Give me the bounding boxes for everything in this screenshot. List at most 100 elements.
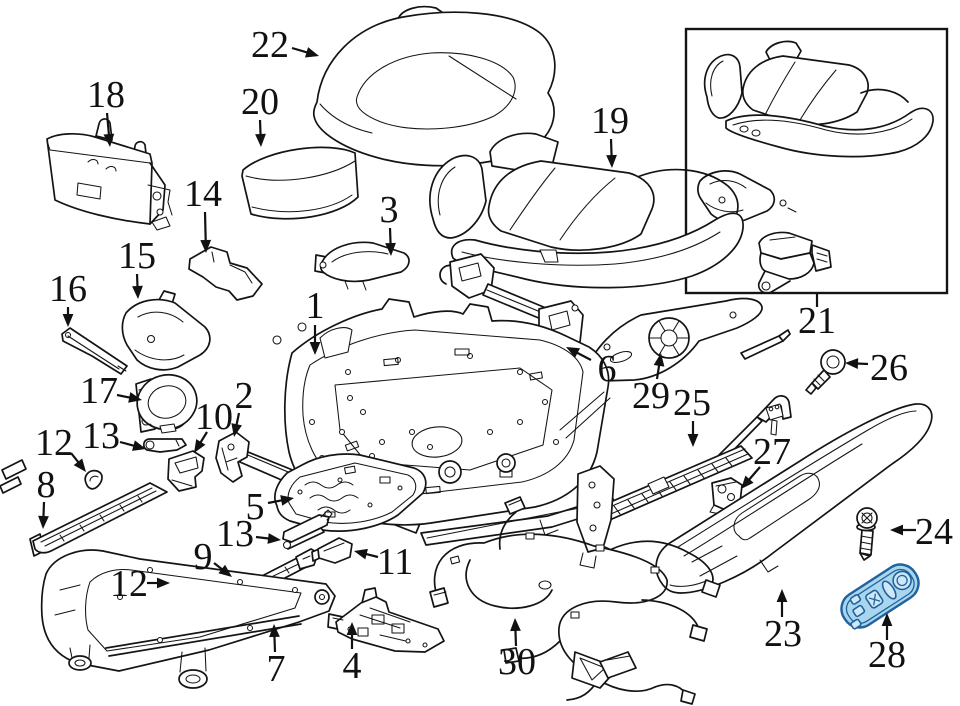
callout-1-seat-frame[interactable]: 1	[306, 285, 325, 355]
callout-10-guide-bracket[interactable]: 10	[194, 396, 233, 453]
callout-number[interactable]: 10	[195, 396, 233, 438]
switch-slider[interactable]	[880, 579, 898, 601]
leader-arrowhead-icon	[132, 440, 146, 451]
leader-arrowhead-icon	[128, 392, 142, 403]
callout-12-clip-2[interactable]: 12	[110, 563, 170, 605]
callout-17-pivot-cap[interactable]: 17	[80, 370, 142, 412]
part-13-link-rod-2	[282, 509, 333, 550]
callout-number[interactable]: 23	[764, 613, 802, 655]
callout-number[interactable]: 25	[673, 382, 711, 424]
callout-number[interactable]: 15	[118, 235, 156, 277]
callout-number[interactable]: 26	[870, 347, 908, 389]
callout-2-bracket[interactable]: 2	[231, 375, 254, 437]
leader-arrowhead-icon	[62, 314, 74, 327]
leader-arrowhead-icon	[38, 515, 49, 529]
callout-number[interactable]: 19	[591, 100, 629, 142]
callout-number[interactable]: 13	[82, 415, 120, 457]
callout-22-cushion-cover[interactable]: 22	[251, 24, 319, 66]
leader-arrowhead-icon	[157, 577, 170, 589]
leader-arrowhead-icon	[510, 618, 521, 632]
callout-number[interactable]: 28	[868, 634, 906, 676]
leader-arrowhead-icon	[776, 589, 788, 602]
part-18-adjuster-unit	[46, 118, 173, 231]
leader-arrowhead-icon	[845, 358, 859, 369]
callout-20-cushion-insert[interactable]: 20	[241, 81, 279, 147]
leader-arrowhead-icon	[385, 242, 396, 256]
callout-16-tension-strip[interactable]: 16	[49, 268, 87, 327]
callout-number[interactable]: 8	[37, 464, 56, 506]
callout-9-outer-rail[interactable]: 9	[194, 536, 233, 578]
callout-number[interactable]: 12	[110, 563, 148, 605]
callout-13-link-rod[interactable]: 13	[82, 415, 146, 457]
callout-24-screw[interactable]: 24	[890, 511, 953, 553]
callout-5-seat-pan[interactable]: 5	[246, 486, 295, 528]
part-12-clip	[84, 469, 103, 490]
callout-28-seat-switch[interactable]: 28	[868, 613, 906, 676]
part-29-side-bracket	[583, 297, 791, 382]
callout-8-inner-rail[interactable]: 8	[37, 464, 56, 529]
callout-6-cross-tube[interactable]: 6	[566, 347, 617, 390]
callout-19-cushion-pad[interactable]: 19	[591, 100, 629, 168]
callout-11-clamp-bracket[interactable]: 11	[354, 541, 413, 583]
part-8-inner-rail	[29, 482, 168, 557]
callout-number[interactable]: 12	[35, 422, 73, 464]
part-3-cover-cap	[314, 241, 410, 291]
callout-number[interactable]: 9	[194, 536, 213, 578]
callout-12-clip[interactable]: 12	[35, 422, 86, 472]
callout-13-link-rod-2[interactable]: 13	[216, 513, 281, 555]
part-26-bolt	[805, 349, 846, 395]
callout-29-side-bracket[interactable]: 29	[632, 353, 670, 417]
callout-number[interactable]: 14	[184, 173, 222, 215]
leader-arrowhead-icon	[653, 353, 665, 367]
callout-number[interactable]: 7	[267, 648, 286, 690]
leader-arrowhead-icon	[566, 347, 581, 358]
part-22-cushion-cover	[312, 5, 556, 167]
callout-4-mounting-bracket[interactable]: 4	[343, 622, 362, 687]
part-17-pivot-cap	[135, 373, 198, 434]
callout-14-support-bracket[interactable]: 14	[184, 173, 222, 253]
callout-number[interactable]: 3	[380, 189, 399, 231]
leader-arrowhead-icon	[881, 613, 893, 626]
callout-number[interactable]: 29	[632, 375, 670, 417]
callout-number[interactable]: 22	[251, 24, 289, 66]
part-4-mounting-bracket	[327, 587, 445, 653]
callout-30-wiring-harness[interactable]: 30	[498, 618, 536, 683]
callout-18-adjuster-unit[interactable]: 18	[87, 74, 125, 147]
callout-number[interactable]: 30	[498, 641, 536, 683]
switch-knob[interactable]	[890, 568, 915, 593]
callout-number[interactable]: 1	[306, 285, 325, 327]
callout-number[interactable]: 5	[246, 486, 265, 528]
callout-number[interactable]: 24	[915, 511, 953, 553]
callout-27-hinge-bracket[interactable]: 27	[741, 431, 791, 489]
callout-15-side-shield[interactable]: 15	[118, 235, 156, 299]
part-28-seat-switch[interactable]	[835, 558, 925, 634]
callout-number[interactable]: 18	[87, 74, 125, 116]
leader-line	[203, 211, 207, 245]
callout-number[interactable]: 2	[235, 375, 254, 417]
callout-number[interactable]: 13	[216, 513, 254, 555]
leader-arrowhead-icon	[346, 622, 358, 635]
callout-25-height-adjuster[interactable]: 25	[673, 382, 711, 447]
callout-number[interactable]: 16	[49, 268, 87, 310]
callout-23-side-trim-panel[interactable]: 23	[764, 589, 802, 655]
part-23-side-trim-panel	[655, 403, 933, 594]
leader-arrowhead-icon	[194, 439, 206, 453]
callout-number[interactable]: 17	[80, 370, 118, 412]
part-30-wiring-harness	[429, 496, 721, 705]
part-11-clamp-bracket	[295, 537, 353, 570]
leader-arrowhead-icon	[687, 434, 699, 447]
callout-21-cushion-assembly[interactable]: 21	[798, 294, 836, 342]
callout-number[interactable]: 6	[598, 348, 617, 390]
callout-3-cover-cap[interactable]: 3	[380, 189, 399, 256]
leader-arrowhead-icon	[267, 533, 281, 544]
callout-7-base-frame[interactable]: 7	[267, 624, 286, 690]
callout-number[interactable]: 27	[753, 431, 791, 473]
callout-number[interactable]: 4	[343, 645, 362, 687]
leader-arrowhead-icon	[741, 475, 754, 489]
callout-26-bolt[interactable]: 26	[845, 347, 908, 389]
callout-number[interactable]: 11	[377, 541, 414, 583]
callout-number[interactable]: 20	[241, 81, 279, 123]
